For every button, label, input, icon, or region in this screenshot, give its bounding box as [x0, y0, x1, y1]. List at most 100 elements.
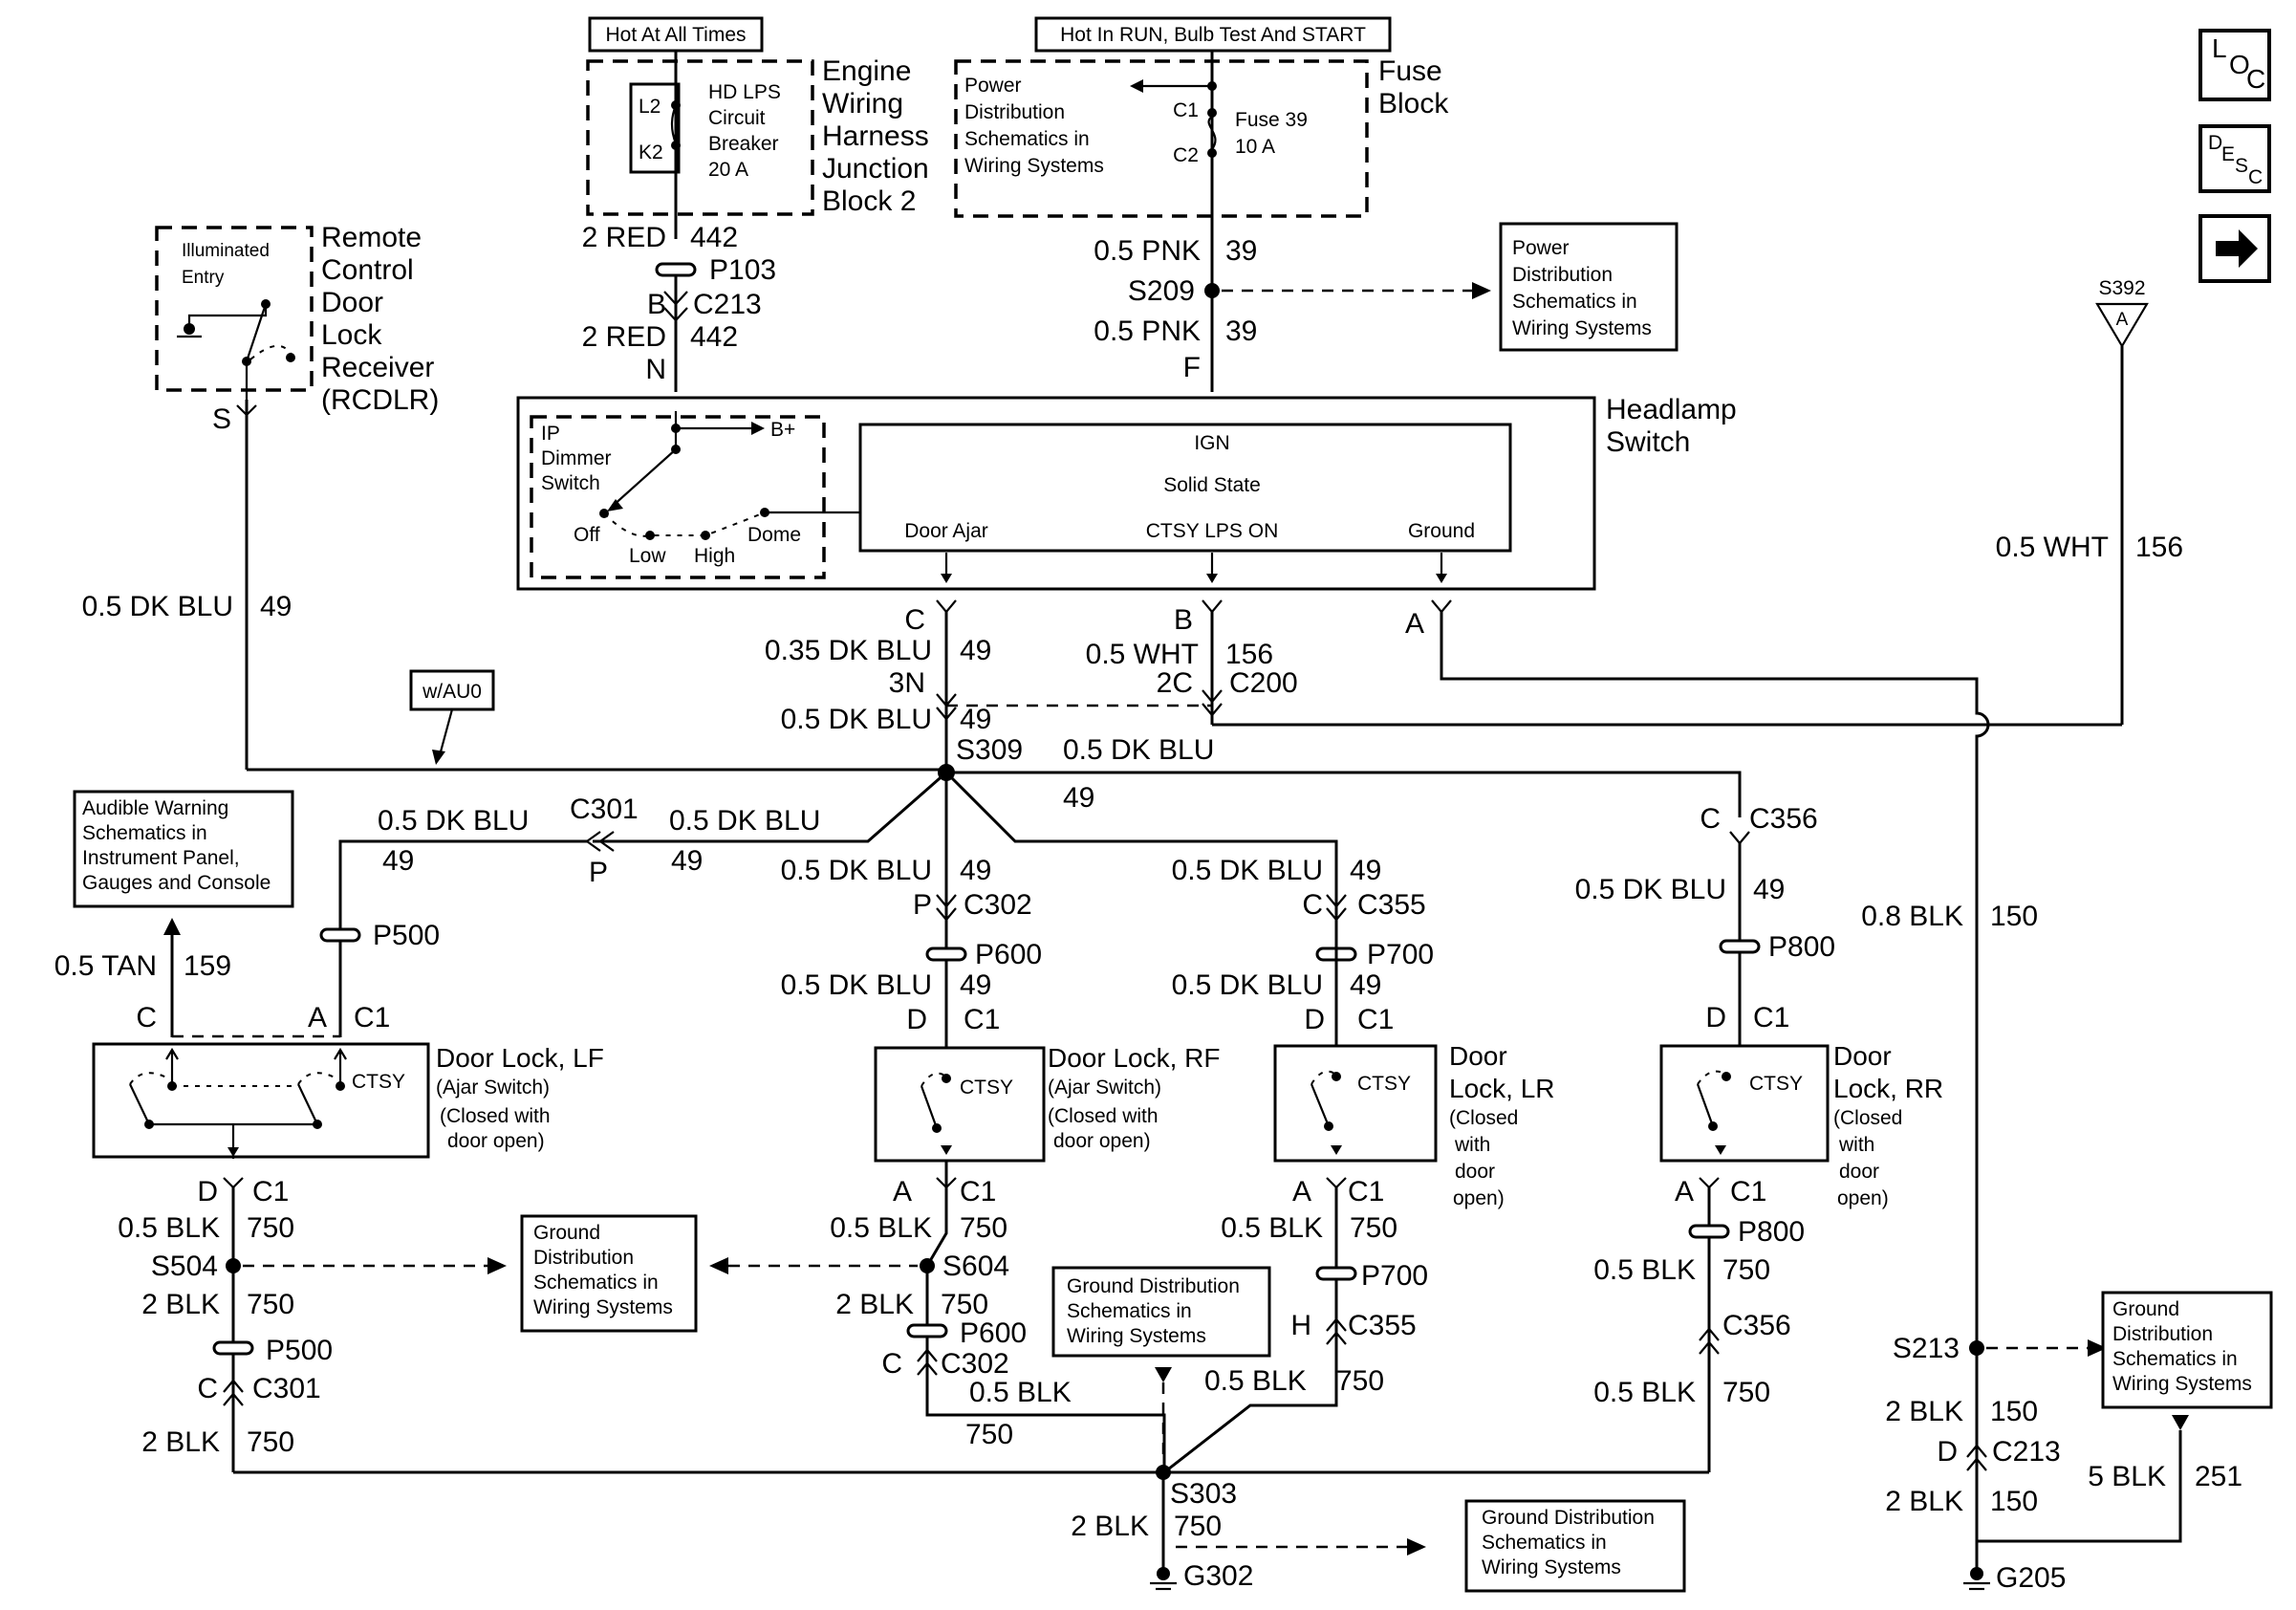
desc-icon[interactable] [2199, 124, 2271, 193]
loc-icon-letter: O [2229, 50, 2250, 79]
wire-color-red: 2 RED [582, 222, 666, 253]
lf-c1-bottom: C1 [252, 1176, 289, 1208]
pin-mark [936, 894, 957, 908]
rf-switch-blade [920, 1085, 939, 1129]
pin-mark [1202, 703, 1223, 717]
wire-color-blk: 5 BLK [2088, 1461, 2166, 1492]
pin-mark [936, 599, 957, 614]
wire-color-blk: 0.5 BLK [1593, 1254, 1696, 1286]
lr-node [1324, 1121, 1333, 1131]
circuit-750: 750 [1722, 1254, 1770, 1286]
ground-ref2-line: Wiring Systems [1482, 1556, 1621, 1578]
s209-label: S209 [1128, 275, 1195, 307]
headlamp-name: Switch [1606, 426, 1690, 458]
rcdlr-name: Door [321, 287, 383, 318]
wire-color-blk: 2 BLK [1071, 1511, 1149, 1542]
wiper-arrow [607, 499, 623, 511]
rr-sub: with [1838, 1134, 1874, 1156]
circuit-49: 49 [960, 969, 991, 1001]
c213-label: C213 [693, 289, 762, 320]
circuit-49: 49 [960, 704, 991, 735]
rr-c1-bottom: C1 [1730, 1176, 1766, 1208]
audible-ref-line: Audible Warning [82, 797, 228, 819]
ground-ref-line: Ground [533, 1222, 600, 1244]
power-ref-box [1499, 222, 1679, 352]
ground-ref2-line: Schematics in [1067, 1300, 1192, 1322]
wire-49-lr-branch [944, 771, 1338, 946]
pin-mark [917, 1348, 938, 1362]
c213-pin-b: B [647, 289, 666, 320]
breaker-terminal [671, 141, 681, 150]
junction-name: Wiring [822, 88, 903, 120]
circuit-750: 750 [1174, 1511, 1222, 1542]
wire-color-blk: 0.5 BLK [1593, 1377, 1696, 1408]
dimmer-label: IP [541, 423, 560, 445]
s604-label: S604 [942, 1251, 1009, 1282]
p700-label: P700 [1361, 1260, 1428, 1292]
c355-label: C355 [1348, 1310, 1417, 1341]
fuse-ref-line: Power [964, 75, 1022, 97]
s209-splice [1204, 283, 1220, 298]
fuse-label: 10 A [1235, 136, 1275, 158]
lr-name: Lock, LR [1449, 1074, 1555, 1103]
c301-label: C301 [570, 794, 639, 825]
circuit-442: 442 [690, 222, 738, 253]
p500-connector [319, 927, 361, 943]
dimmer-off-label: Off [574, 524, 600, 546]
lf-pin-a: A [308, 1002, 327, 1033]
wire-color-wht: 0.5 WHT [1086, 639, 1199, 670]
rcdlr-name: Lock [321, 319, 382, 351]
c200-label: C200 [1229, 667, 1298, 699]
lr-switch-arc [1310, 1070, 1337, 1085]
lf-node [336, 1081, 345, 1091]
rcdlr-switch-blade [245, 303, 268, 362]
fuse-block [954, 59, 1369, 218]
dimmer-high-label: High [694, 545, 735, 567]
circuit-750: 750 [960, 1212, 1007, 1244]
junction-block-2 [586, 59, 814, 216]
g302-ground-icon [1157, 1567, 1170, 1580]
circuit-49: 49 [382, 845, 414, 877]
wire-color-blk: 2 BLK [1885, 1396, 1963, 1427]
p600-connector [906, 1323, 948, 1338]
door-ajar-arrow [941, 574, 952, 583]
ground-ref-box [520, 1214, 698, 1333]
circuit-breaker-body [629, 82, 681, 174]
circuit-750: 750 [965, 1419, 1013, 1450]
rr-c1: C1 [1753, 1002, 1789, 1033]
loc-icon[interactable] [2199, 29, 2271, 101]
wire-color-blk: 2 BLK [141, 1289, 220, 1320]
ground-ref-line: Schematics in [533, 1272, 659, 1294]
wire-49-lf [338, 839, 587, 1037]
circuit-49: 49 [260, 591, 292, 622]
door-lock-rr [1659, 1044, 1830, 1163]
lf-name: Door Lock, LF [436, 1043, 604, 1073]
pin-mark [1966, 1444, 1987, 1458]
p500-label: P500 [266, 1335, 333, 1366]
wire-color-wht: 0.5 WHT [1996, 532, 2109, 563]
pin-mark [1326, 1177, 1347, 1189]
audible-ref-box [73, 790, 294, 908]
breaker-line: Breaker [708, 133, 779, 155]
pin-n: N [645, 354, 666, 385]
lr-c1: C1 [1357, 1004, 1394, 1035]
fuse-ref-line: Distribution [964, 101, 1065, 123]
hot-at-all-times-label: Hot At All Times [605, 24, 746, 46]
dimmer-arc [603, 511, 766, 537]
door-lock-lf [92, 1042, 430, 1159]
lr-pin-d: D [1304, 1004, 1325, 1035]
desc-icon-letter: C [2248, 166, 2263, 188]
wire-color-dkblu: 0.5 DK BLU [82, 591, 233, 622]
fuse-pin-c1: C1 [1173, 99, 1199, 121]
wire-251 [1977, 1430, 2182, 1543]
rf-switch-arc [921, 1072, 947, 1087]
pin-f: F [1183, 352, 1201, 383]
circuit-49: 49 [1753, 874, 1785, 905]
fuse-terminal [1207, 148, 1217, 158]
wire-color-dkblu: 0.5 DK BLU [781, 855, 932, 886]
s504-label: S504 [151, 1251, 218, 1282]
audible-ref-line: Schematics in [82, 822, 207, 844]
wire-color-dkblu: 0.5 DK BLU [669, 805, 820, 837]
circuit-150: 150 [1990, 1396, 2038, 1427]
